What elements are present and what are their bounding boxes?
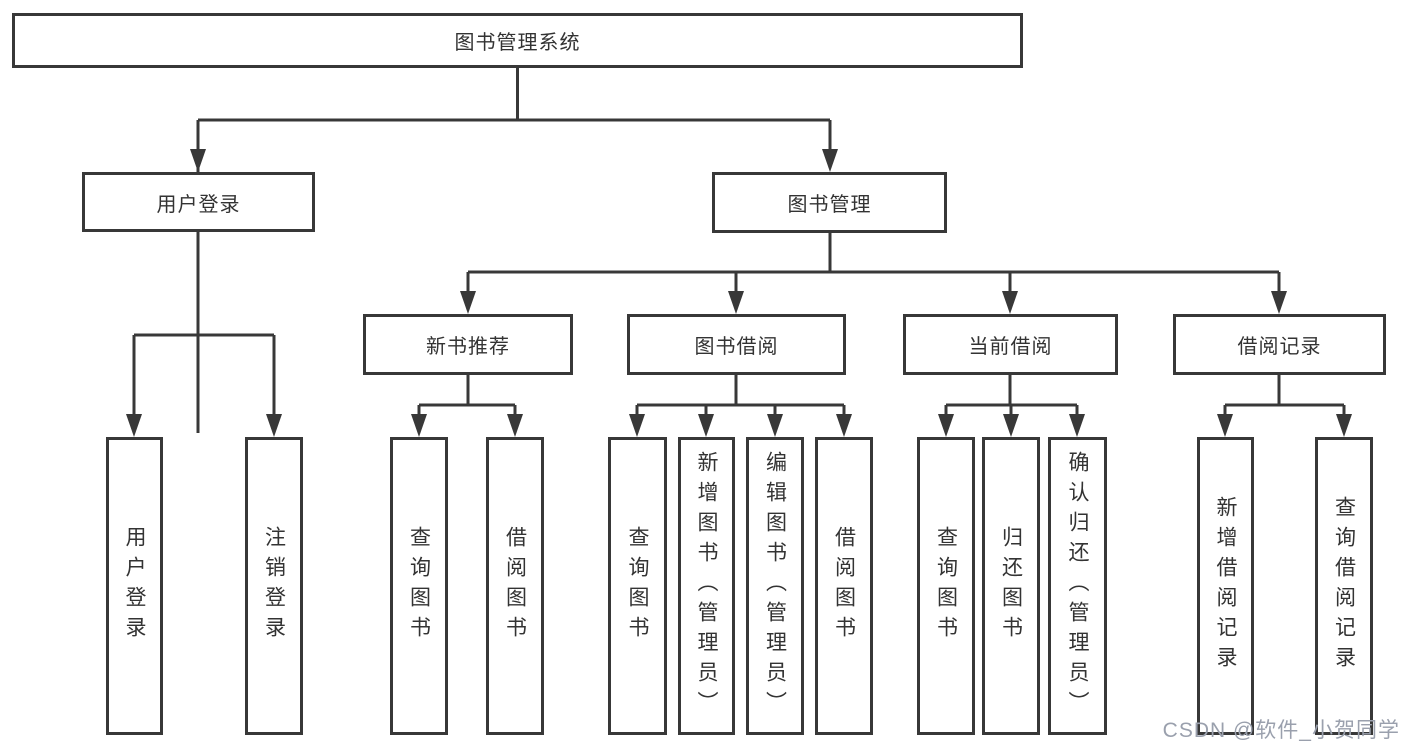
node-book-management: 图书管理 <box>712 172 947 233</box>
leaf-query-borrowing-record: 查询借阅记录 <box>1315 437 1373 735</box>
leaf-add-book-admin: 新增图书（管理员） <box>678 437 735 735</box>
leaf-borrow-books-borrowing: 借阅图书 <box>815 437 873 735</box>
arrow-to-new-book-recommendation <box>460 291 476 314</box>
connector-borrowing-records-to-leaves <box>1217 375 1352 437</box>
node-book-borrowing: 图书借阅 <box>627 314 846 375</box>
node-user-login: 用户登录 <box>82 172 315 232</box>
leaf-edit-book-admin: 编辑图书（管理员） <box>746 437 804 735</box>
connector-book-management-to-level3 <box>460 233 1287 314</box>
leaf-return-books: 归还图书 <box>982 437 1040 735</box>
leaf-logout-login: 注销登录 <box>245 437 303 735</box>
connector-user-login-to-leaves <box>126 232 282 437</box>
arrow-to-leaf-user-login <box>126 414 142 437</box>
leaf-add-borrowing-record: 新增借阅记录 <box>1197 437 1254 735</box>
connector-current-borrowing-to-leaves <box>938 375 1085 437</box>
node-new-book-recommendation: 新书推荐 <box>363 314 573 375</box>
leaf-query-books-current: 查询图书 <box>917 437 975 735</box>
arrow-to-user-login <box>190 149 206 172</box>
node-library-management-system: 图书管理系统 <box>12 13 1023 68</box>
arrow-to-book-borrowing <box>728 291 744 314</box>
arrow-to-leaf-logout <box>266 414 282 437</box>
connector-root-to-level2 <box>190 68 838 433</box>
csdn-watermark: CSDN @软件_小贺同学 <box>1162 719 1400 742</box>
leaf-confirm-return-admin: 确认归还（管理员） <box>1048 437 1107 735</box>
leaf-query-books-borrowing: 查询图书 <box>608 437 667 735</box>
leaf-query-books-recommendation: 查询图书 <box>390 437 448 735</box>
arrow-to-borrowing-records <box>1271 291 1287 314</box>
leaf-borrow-books-recommendation: 借阅图书 <box>486 437 544 735</box>
connector-new-book-recommendation-to-leaves <box>411 375 523 437</box>
node-borrowing-records: 借阅记录 <box>1173 314 1386 375</box>
connector-book-borrowing-to-leaves <box>629 375 852 437</box>
arrow-to-current-borrowing <box>1002 291 1018 314</box>
arrow-to-book-management <box>822 149 838 172</box>
node-current-borrowing: 当前借阅 <box>903 314 1118 375</box>
leaf-user-login: 用户登录 <box>106 437 163 735</box>
